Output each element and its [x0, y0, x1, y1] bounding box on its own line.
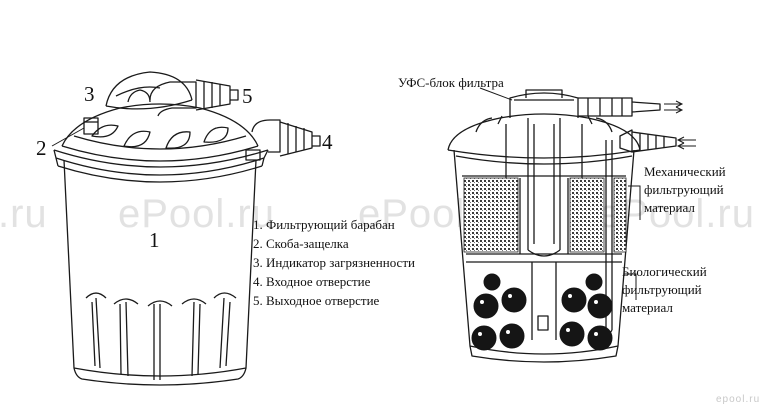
callout-number-1: 1 [149, 228, 160, 252]
legend-item-2: 2. Скоба-защелка [253, 236, 349, 251]
mech-label-line-2: фильтрующий [644, 182, 724, 197]
watermark-left: .ru [0, 192, 48, 236]
mech-label-line-1: Механический [644, 164, 726, 179]
legend-item-3: 3. Индикатор загрязненности [253, 255, 415, 270]
uv-unit-label: УФС-блок фильтра [398, 75, 504, 90]
biological-media [471, 273, 613, 351]
mechanical-media [463, 177, 627, 253]
bio-label-line-3: материал [622, 300, 673, 315]
mech-label-line-3: материал [644, 200, 695, 215]
filter-exterior-drawing [51, 71, 321, 386]
legend-item-5: 5. Выходное отверстие [253, 293, 380, 308]
callout-number-3: 3 [84, 82, 95, 106]
legend-item-1: 1. Фильтрующий барабан [253, 217, 395, 232]
site-logo: epool.ru [716, 394, 761, 405]
legend-item-4: 4. Входное отверстие [253, 274, 371, 289]
callout-number-2: 2 [36, 136, 47, 160]
bio-label-line-1: Биологический [622, 264, 707, 279]
filter-section-drawing [447, 89, 677, 363]
callout-lines [479, 87, 641, 300]
bio-label-line-2: фильтрующий [622, 282, 702, 297]
watermark-1: ePool.ru [118, 192, 275, 236]
flow-arrows [664, 100, 696, 150]
callout-number-5: 5 [242, 84, 253, 108]
callout-number-4: 4 [322, 130, 333, 154]
